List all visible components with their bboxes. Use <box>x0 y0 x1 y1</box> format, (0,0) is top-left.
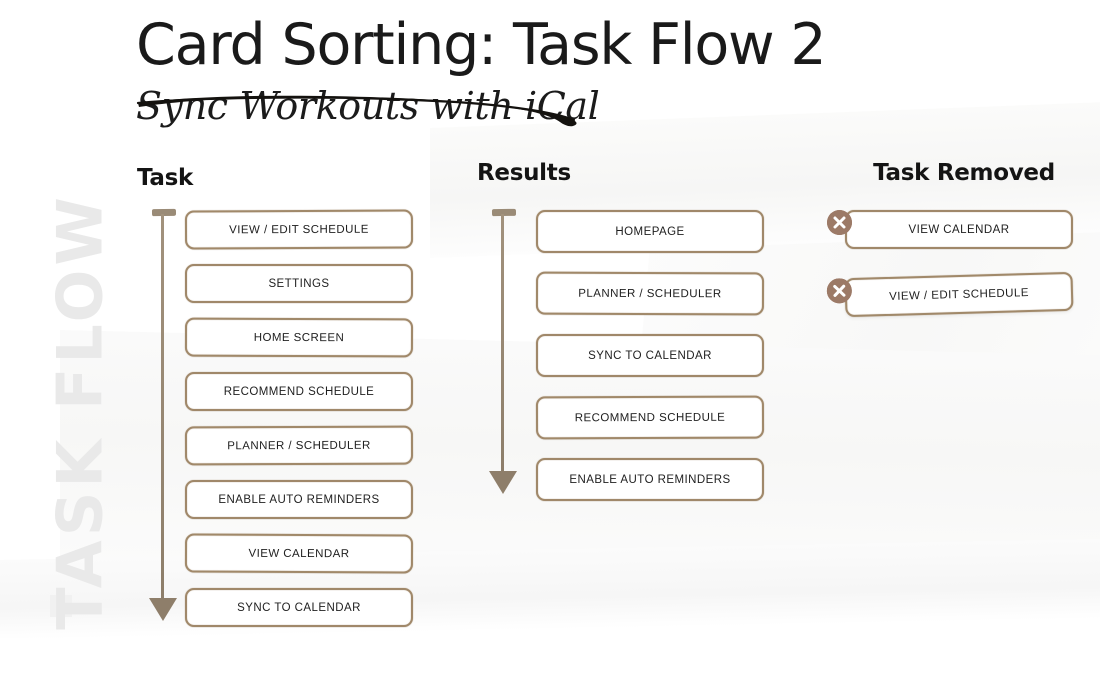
card-label: VIEW / EDIT SCHEDULE <box>229 223 369 236</box>
card-result[interactable]: HOMEPAGE <box>536 210 764 253</box>
arrow-shaft <box>161 214 164 599</box>
column-heading-task-removed: Task Removed <box>873 160 1055 186</box>
page-subtitle: Sync Workouts with iCal <box>136 83 600 128</box>
card-task[interactable]: HOME SCREEN <box>184 317 414 358</box>
card-list-task-removed: VIEW CALENDAR VIEW / EDIT SCHEDULE <box>826 210 1074 340</box>
card-label: HOMEPAGE <box>615 225 685 238</box>
card-removed[interactable]: VIEW / EDIT SCHEDULE <box>844 271 1074 318</box>
down-arrow-icon <box>489 208 519 494</box>
card-label: HOME SCREEN <box>253 331 345 344</box>
arrow-cap <box>151 208 177 217</box>
arrow-head <box>489 471 517 494</box>
arrow-head <box>149 598 177 621</box>
card-label: RECOMMEND SCHEDULE <box>223 385 375 398</box>
remove-x-icon[interactable] <box>826 277 853 304</box>
card-result[interactable]: RECOMMEND SCHEDULE <box>535 395 765 440</box>
card-task[interactable]: SETTINGS <box>185 264 413 303</box>
column-results: Results <box>477 160 777 186</box>
remove-x-icon[interactable] <box>827 210 852 235</box>
card-label: VIEW / EDIT SCHEDULE <box>888 286 1030 303</box>
card-removed[interactable]: VIEW CALENDAR <box>845 210 1073 249</box>
card-label: VIEW CALENDAR <box>908 223 1010 236</box>
card-task[interactable]: PLANNER / SCHEDULER <box>184 425 414 466</box>
card-label: SYNC TO CALENDAR <box>588 349 712 362</box>
watermark-task-flow: TASK FLOW <box>43 193 117 630</box>
card-task[interactable]: SYNC TO CALENDAR <box>185 588 413 627</box>
column-heading-task: Task <box>137 165 194 191</box>
card-result[interactable]: ENABLE AUTO REMINDERS <box>536 458 764 501</box>
column-task-removed: Task Removed <box>828 160 1088 186</box>
background-square-accent <box>50 595 72 617</box>
column-heading-results: Results <box>477 160 571 186</box>
card-task[interactable]: RECOMMEND SCHEDULE <box>185 372 413 411</box>
card-result[interactable]: PLANNER / SCHEDULER <box>535 271 765 316</box>
title-block: Card Sorting: Task Flow 2 Sync Workouts … <box>136 12 827 128</box>
card-label: SETTINGS <box>268 277 330 290</box>
card-list-results: HOMEPAGE PLANNER / SCHEDULER SYNC TO CAL… <box>535 210 765 520</box>
card-task[interactable]: ENABLE AUTO REMINDERS <box>185 480 413 519</box>
card-list-task: VIEW / EDIT SCHEDULE SETTINGS HOME SCREE… <box>184 209 414 642</box>
removed-row: VIEW / EDIT SCHEDULE <box>826 271 1074 318</box>
arrow-cap <box>491 208 517 217</box>
card-label: RECOMMEND SCHEDULE <box>574 411 726 424</box>
card-task[interactable]: VIEW / EDIT SCHEDULE <box>184 209 414 250</box>
card-label: ENABLE AUTO REMINDERS <box>569 473 731 486</box>
card-label: ENABLE AUTO REMINDERS <box>218 493 380 506</box>
column-task: Task <box>137 165 427 191</box>
card-result[interactable]: SYNC TO CALENDAR <box>536 334 764 377</box>
removed-row: VIEW CALENDAR <box>827 210 1073 249</box>
card-task[interactable]: VIEW CALENDAR <box>184 533 414 574</box>
card-label: SYNC TO CALENDAR <box>237 601 361 614</box>
arrow-shaft <box>501 214 504 472</box>
card-label: VIEW CALENDAR <box>248 547 350 560</box>
down-arrow-icon <box>149 208 179 621</box>
page-title: Card Sorting: Task Flow 2 <box>136 12 827 78</box>
card-label: PLANNER / SCHEDULER <box>227 439 371 452</box>
card-label: PLANNER / SCHEDULER <box>578 287 722 300</box>
